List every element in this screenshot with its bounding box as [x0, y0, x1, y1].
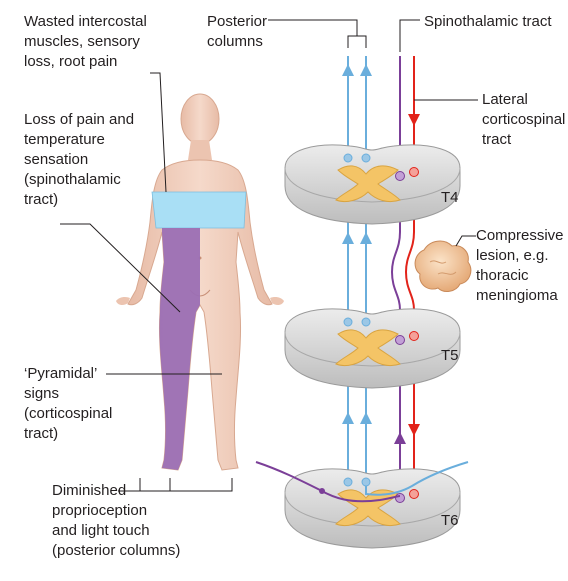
label-loss-of-pain: Loss of pain and temperature sensation (… — [24, 110, 134, 210]
label-line: muscles, sensory — [24, 32, 147, 52]
posterior-column-tracts — [348, 56, 366, 498]
affected-region — [159, 228, 200, 470]
label-line: tract) — [24, 424, 112, 444]
label-line: Loss of pain and — [24, 110, 134, 130]
label-line: corticospinal — [482, 110, 565, 130]
cord-segment-t4 — [285, 145, 460, 224]
compressive-lesion — [415, 241, 471, 291]
leader-lines — [60, 20, 478, 491]
cord-segment-t5 — [285, 309, 460, 388]
label-line: columns — [207, 32, 267, 52]
label-line: proprioception — [52, 501, 180, 521]
label-line: sensation — [24, 150, 134, 170]
label-line: temperature — [24, 130, 134, 150]
label-posterior-columns: Posterior columns — [207, 12, 267, 52]
label-wasted-intercostal: Wasted intercostal muscles, sensory loss… — [24, 12, 147, 72]
label-line: Posterior — [207, 12, 267, 32]
label-line: and light touch — [52, 521, 180, 541]
label-level-t6: T6 — [441, 511, 459, 531]
label-lateral-corticospinal: Lateral corticospinal tract — [482, 90, 565, 150]
label-line: tract — [482, 130, 565, 150]
label-line: loss, root pain — [24, 52, 147, 72]
cord-segment-t6 — [285, 469, 460, 548]
label-line: thoracic — [476, 266, 564, 286]
label-diminished-proprioception: Diminished proprioception and light touc… — [52, 481, 180, 561]
label-pyramidal-signs: ‘Pyramidal’ signs (corticospinal tract) — [24, 364, 112, 444]
label-line: (spinothalamic — [24, 170, 134, 190]
label-level-t5: T5 — [441, 346, 459, 366]
spinothalamic-tract-line — [392, 56, 400, 498]
label-compressive-lesion: Compressive lesion, e.g. thoracic mening… — [476, 226, 564, 306]
corticospinal-tract-line — [406, 56, 414, 498]
label-line: Wasted intercostal — [24, 12, 147, 32]
label-line: Diminished — [52, 481, 180, 501]
label-level-t4: T4 — [441, 188, 459, 208]
label-line: lesion, e.g. — [476, 246, 564, 266]
label-line: tract) — [24, 190, 134, 210]
label-line: ‘Pyramidal’ — [24, 364, 112, 384]
label-line: Spinothalamic tract — [424, 12, 552, 32]
label-line: (corticospinal — [24, 404, 112, 424]
label-line: meningioma — [476, 286, 564, 306]
label-line: signs — [24, 384, 112, 404]
label-line: Compressive — [476, 226, 564, 246]
label-spinothalamic-tract: Spinothalamic tract — [424, 12, 552, 32]
label-line: Lateral — [482, 90, 565, 110]
sensory-band — [152, 192, 246, 228]
label-line: (posterior columns) — [52, 541, 180, 561]
